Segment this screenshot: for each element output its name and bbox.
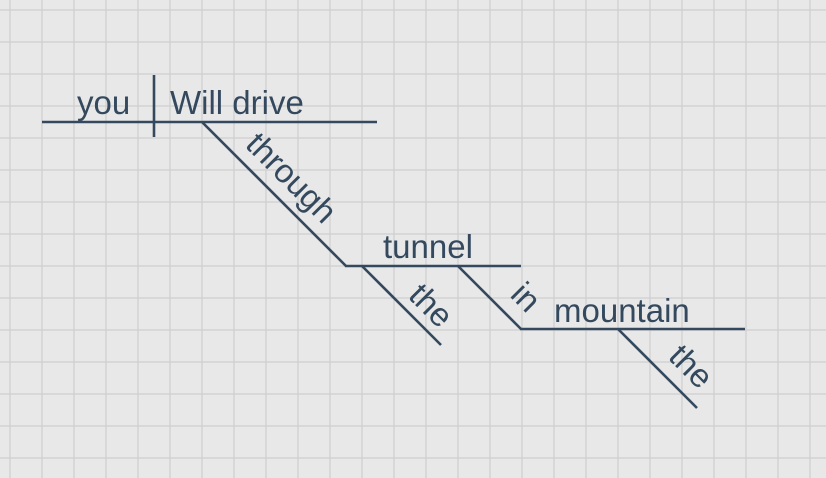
- word-you: you: [77, 84, 130, 121]
- in-diagonal: [457, 265, 522, 330]
- word-will-drive: Will drive: [170, 84, 304, 121]
- word-in: in: [504, 275, 548, 319]
- word-the-1: the: [402, 276, 461, 335]
- word-tunnel: tunnel: [383, 228, 473, 265]
- word-through: through: [239, 125, 344, 230]
- the-1-diagonal: [361, 265, 442, 346]
- word-mountain: mountain: [554, 292, 690, 329]
- through-diagonal: [201, 121, 347, 267]
- the-2-diagonal: [617, 328, 698, 409]
- word-the-2: the: [662, 337, 721, 396]
